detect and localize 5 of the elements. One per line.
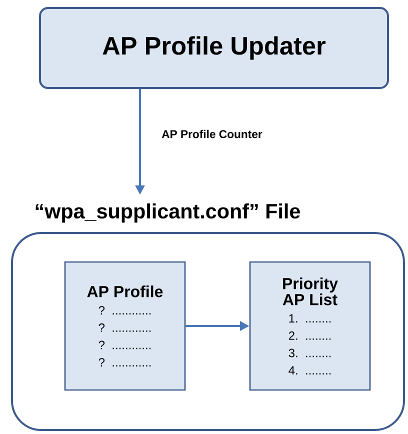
list-box: Priority AP List 1. ........ 2. ........ 3. ........ 4. ........ bbox=[249, 261, 371, 391]
edge-label: AP Profile Counter bbox=[162, 130, 262, 138]
title-box: AP Profile Updater bbox=[39, 7, 389, 89]
node-label: “wpa_supplicant.conf” File bbox=[36, 203, 300, 223]
list-box: AP Profile ? ............ ? ............ ? ............ ? ............ bbox=[64, 261, 186, 391]
